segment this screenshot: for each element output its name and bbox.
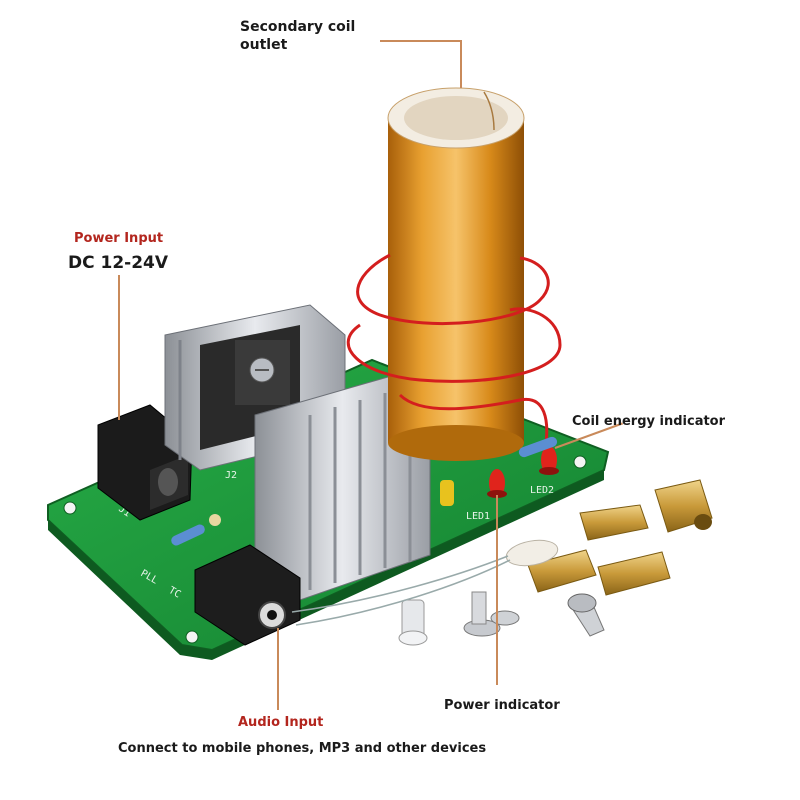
label-power-input-title: Power Input — [74, 231, 164, 246]
label-coil-energy-indicator: Coil energy indicator — [572, 414, 726, 429]
label-power-input-value: DC 12-24V — [68, 253, 169, 273]
neon-bulb — [291, 539, 559, 626]
led-lights — [487, 446, 559, 498]
marking-led2: LED2 — [530, 485, 554, 496]
callout-line-coil-top-h — [380, 40, 462, 42]
marking-j2: J2 — [225, 470, 237, 481]
label-secondary-coil: Secondary coil outlet — [240, 18, 355, 54]
secondary-coil — [387, 87, 525, 461]
callout-line-coil-top-v — [460, 40, 462, 88]
callout-line-power-indicator — [496, 495, 498, 685]
marking-led1: LED1 — [466, 511, 490, 522]
label-audio-input-title: Audio Input — [238, 715, 324, 730]
callout-line-power-input — [118, 275, 120, 420]
audio-jack — [194, 544, 301, 646]
brass-standoffs — [527, 479, 713, 596]
resistors — [171, 436, 558, 546]
marking-tc: TC — [167, 585, 183, 601]
label-secondary-coil-line2: outlet — [240, 37, 288, 53]
callout-line-audio-input — [277, 628, 279, 710]
label-secondary-coil-line1: Secondary coil — [240, 19, 356, 35]
label-power-indicator: Power indicator — [444, 698, 560, 713]
label-audio-input-desc: Connect to mobile phones, MP3 and other … — [118, 741, 487, 756]
screws — [398, 591, 605, 646]
primary-coil-wire — [346, 253, 562, 451]
